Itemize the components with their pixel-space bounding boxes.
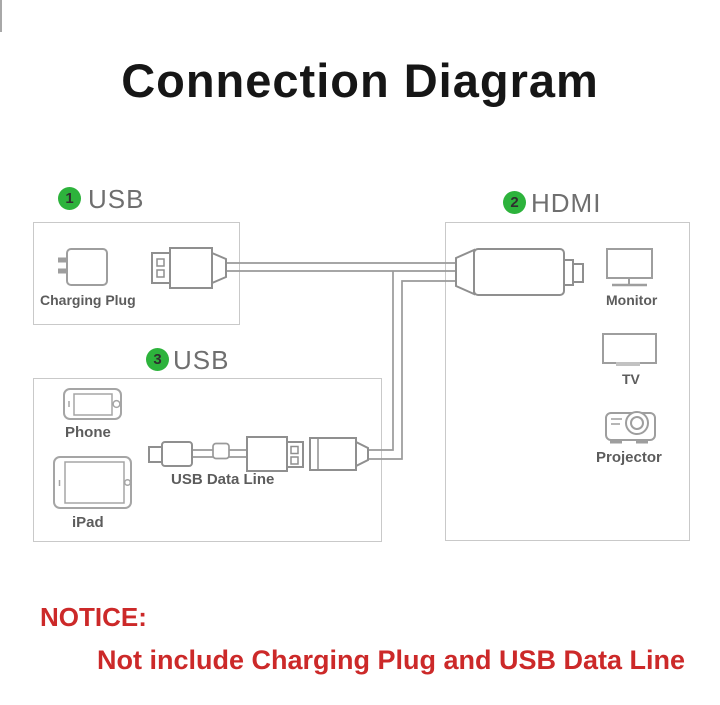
section-3-label: USB (173, 345, 230, 375)
ipad-label: iPad (72, 514, 104, 531)
projector-label: Projector (596, 449, 662, 466)
notice-heading: NOTICE: (40, 602, 147, 632)
monitor-label: Monitor (606, 292, 658, 308)
phone-label: Phone (65, 424, 111, 441)
usb-data-line-label: USB Data Line (171, 471, 275, 488)
step-3-badge: 3 (146, 348, 169, 371)
charging-plug-label: Charging Plug (40, 292, 136, 308)
charging-plug-box (33, 222, 240, 325)
section-2-label: HDMI (531, 188, 602, 218)
page-title: Connection Diagram (121, 54, 599, 107)
notice-text: Not include Charging Plug and USB Data L… (97, 645, 686, 675)
step-2-badge: 2 (503, 191, 526, 214)
section-1-label: USB (88, 184, 145, 214)
usb-devices-box (33, 378, 382, 542)
step-1-badge: 1 (58, 187, 81, 210)
hdmi-box (445, 222, 690, 541)
left-edge-artifact (0, 0, 2, 32)
tv-label: TV (622, 371, 640, 387)
